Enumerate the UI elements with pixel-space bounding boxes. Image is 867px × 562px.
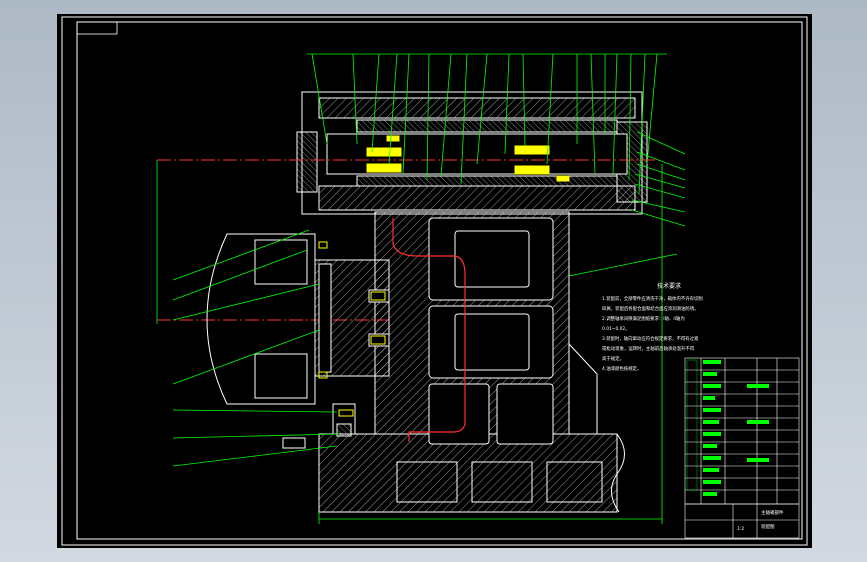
motor-flange: [206, 233, 390, 405]
spindle-housing: [296, 91, 648, 215]
assembly-drawing: 技术要求 1.装配前，全部零件应清洗干净，箱体内不许有切削 碎屑，装配后各配合面…: [61, 16, 808, 546]
leader-lines: [156, 53, 686, 467]
oil-pipe: [392, 218, 466, 442]
drawing-sub: 装配图: [761, 523, 775, 530]
tech-line: 1.装配前，全部零件应清洗干净，箱体内不许有切削: [602, 295, 703, 302]
tech-requirements: 技术要求 1.装配前，全部零件应清洗干净，箱体内不许有切削 碎屑，装配后各配合面…: [602, 282, 703, 372]
outer-border: [61, 16, 808, 546]
machine-bed: [318, 433, 625, 514]
tech-title: 技术要求: [657, 282, 681, 290]
tech-line: 2.调整轴承间隙满足图纸要求：I轴、II轴为: [602, 315, 685, 322]
tech-line: 或松动现象，运转时，主轴前后轴承处温升不得: [602, 345, 695, 352]
drawing-scale: 1:2: [737, 526, 744, 532]
parts-list-entries: [686, 359, 769, 496]
drawing-name: 主轴箱部件: [761, 509, 784, 516]
tech-line: 4.油漆颜色按规定。: [602, 365, 641, 372]
bearings: [366, 135, 570, 182]
column-frame: [374, 211, 598, 445]
tech-line: 0.01~0.02。: [602, 326, 630, 332]
inner-border: [76, 21, 803, 540]
tech-line: 3.装配时，轴向窜动应符合规定要求，不得有过紧: [602, 335, 699, 342]
tech-line: 高于规定。: [602, 355, 624, 362]
parts-list: [684, 357, 800, 539]
drawing-canvas[interactable]: 技术要求 1.装配前，全部零件应清洗干净，箱体内不许有切削 碎屑，装配后各配合面…: [57, 14, 812, 548]
dimension-bottom: [318, 164, 663, 524]
title-block-text: 主轴箱部件 装配图 1:2: [737, 509, 784, 532]
fitting: [282, 403, 356, 449]
corner-box: [76, 21, 118, 35]
flange-bolts: [318, 241, 386, 417]
tech-line: 碎屑，装配后各配合面和结合面应涂润滑油防锈。: [602, 305, 699, 312]
